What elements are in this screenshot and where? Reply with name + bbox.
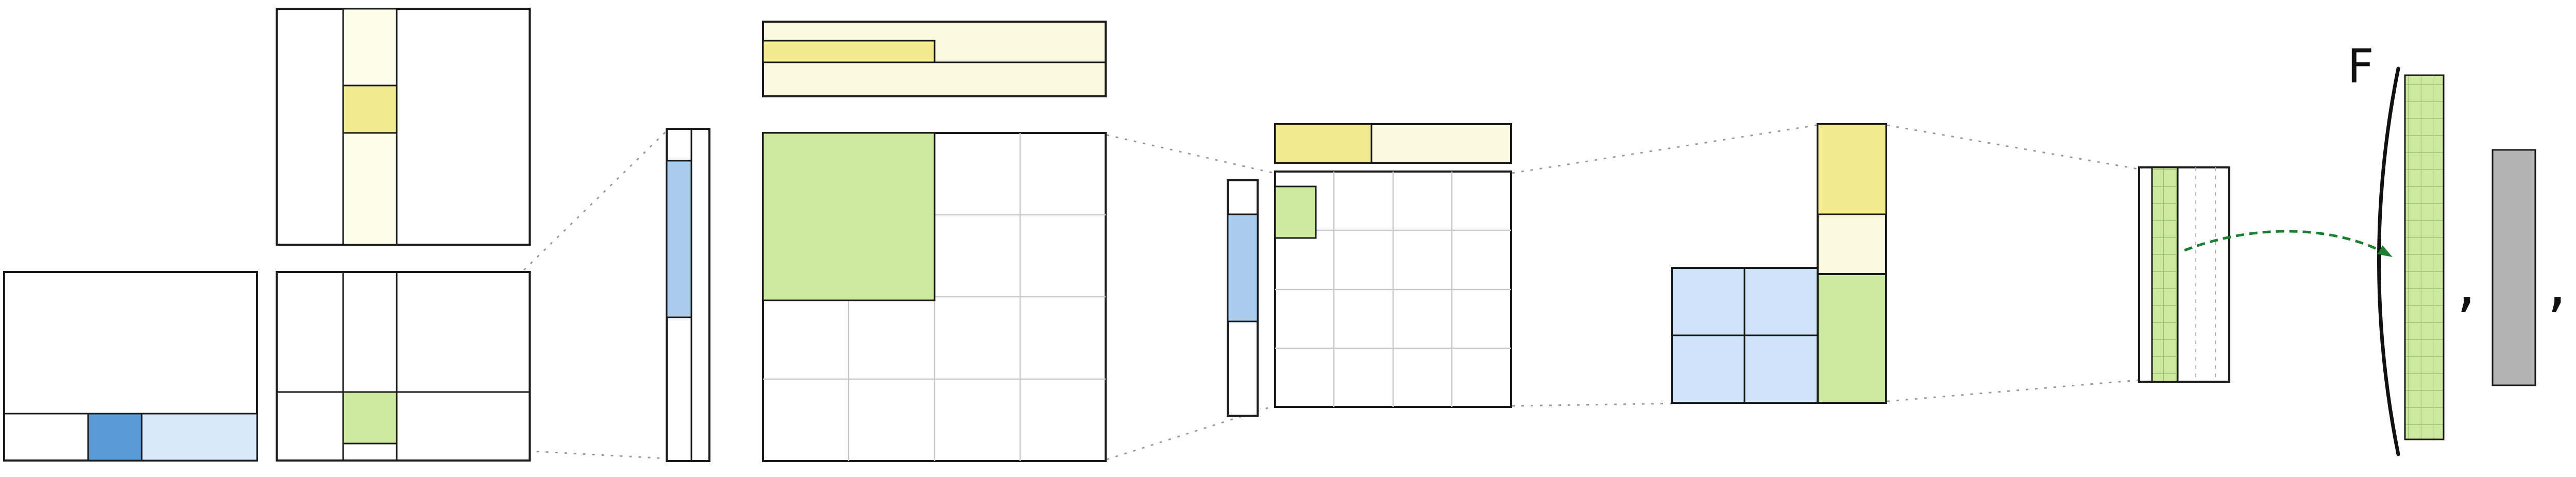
projection-line [1887,124,2139,170]
top-matrix [276,8,531,246]
green-column-bar [1817,273,1887,404]
projection-line [397,443,666,459]
wide-row-bar [762,21,1107,97]
zoom-col-bar-blue-segment [1227,213,1259,322]
green-dashed-arrow [2184,230,2393,258]
comma: , [2456,248,2476,320]
projection-line [1106,134,1275,174]
large-matrix [762,132,1107,462]
mid-matrix-frame [276,271,531,462]
argument-gray-vector [2492,149,2536,386]
tall-vector-bar [666,128,710,462]
function-expression: F , , ⋯ [2347,40,2567,456]
large-matrix-green-block [762,132,936,301]
top-matrix-frame [276,8,531,246]
open-paren [2377,66,2400,456]
flow-arrows [2184,230,2393,258]
state-matrix-green-column [2151,166,2179,383]
zoom-grid-lines [1275,172,1511,407]
zoom-green-cell [1274,185,1317,239]
tall-vector-blue-segment [666,160,692,318]
wide-row-bar-yellow-strip [762,40,936,63]
top-matrix-active-cell [342,84,398,134]
comma: , [2547,248,2567,320]
argument-green-vector [2404,74,2445,440]
mid-matrix [276,271,531,462]
mid-matrix-green-cell [342,391,398,445]
projection-line [1512,124,1817,174]
left-matrix [3,271,258,462]
block-product-group [1671,123,1887,404]
left-matrix-processed-cells [141,413,258,462]
function-label: F [2347,40,2374,94]
projection-line [1106,405,1275,461]
projection-line [397,131,667,394]
zoom-row-bar-yellow-cell [1274,123,1372,164]
projection-line [1887,379,2139,402]
left-matrix-active-cell [87,413,143,462]
yellow-column-bar-top-cell [1817,123,1887,215]
state-matrix [2138,166,2230,383]
zoom-chunk-group [1227,123,1512,417]
projection-lines [397,124,2139,461]
